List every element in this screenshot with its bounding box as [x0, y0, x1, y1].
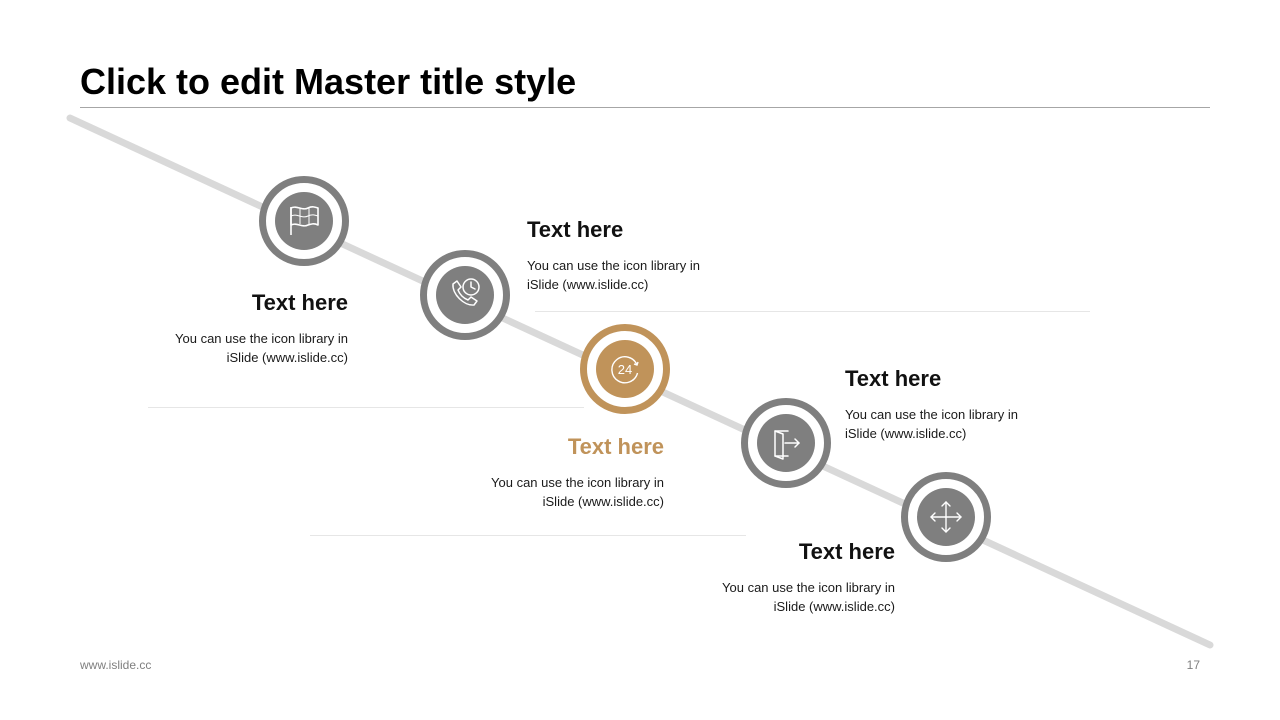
slide-title[interactable]: Click to edit Master title style — [80, 61, 577, 102]
step-description[interactable]: You can use the icon library in iSlide (… — [527, 258, 700, 292]
step-heading[interactable]: Text here — [567, 434, 664, 459]
title-divider — [80, 107, 1210, 108]
step-heading[interactable]: Text here — [527, 217, 624, 242]
timeline-node-4[interactable] — [740, 397, 832, 489]
step-heading[interactable]: Text here — [251, 290, 348, 315]
exit-door-icon — [774, 430, 800, 460]
step-heading[interactable]: Text here — [798, 539, 895, 564]
phone-clock-icon — [452, 278, 480, 306]
checkered-flag-icon — [290, 206, 319, 235]
step-3-text: Text here You can use the icon library i… — [464, 433, 664, 511]
24-hour-icon: 24 — [611, 356, 639, 384]
step-1-text: Text here You can use the icon library i… — [148, 289, 348, 367]
timeline-node-3[interactable]: 24 — [579, 323, 671, 415]
step-description[interactable]: You can use the icon library in iSlide (… — [175, 331, 348, 365]
timeline-node-2[interactable] — [419, 249, 511, 341]
timeline-node-1[interactable] — [258, 175, 350, 267]
separator-line — [148, 407, 584, 408]
step-5-text: Text here You can use the icon library i… — [695, 538, 895, 616]
footer-website: www.islide.cc — [80, 658, 152, 672]
step-description[interactable]: You can use the icon library in iSlide (… — [491, 475, 664, 509]
step-description[interactable]: You can use the icon library in iSlide (… — [845, 407, 1018, 441]
separator-line — [535, 311, 1090, 312]
separator-line — [310, 535, 746, 536]
page-number: 17 — [1186, 658, 1200, 672]
move-arrows-icon — [930, 501, 962, 533]
step-4-text: Text here You can use the icon library i… — [845, 365, 1035, 443]
timeline-node-5[interactable] — [900, 471, 992, 563]
svg-text:24: 24 — [618, 362, 632, 377]
step-2-text: Text here You can use the icon library i… — [527, 216, 717, 294]
step-description[interactable]: You can use the icon library in iSlide (… — [722, 580, 895, 614]
step-heading[interactable]: Text here — [845, 366, 942, 391]
